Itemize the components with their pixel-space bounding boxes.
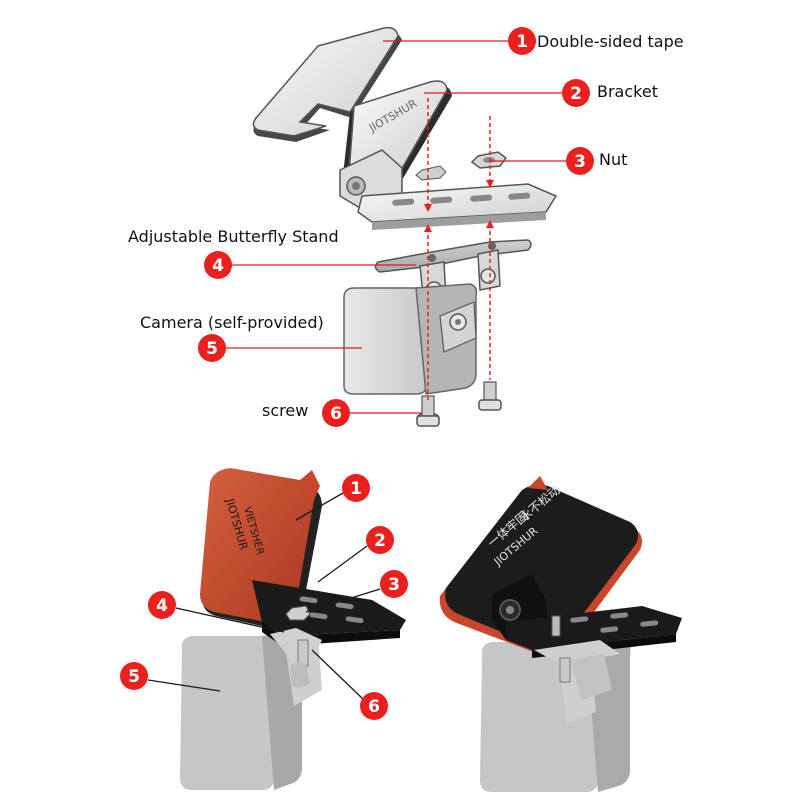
label-butterfly-stand: Adjustable Butterfly Stand [128,227,339,246]
photo-callout-2-number: 2 [374,531,386,551]
callout-5-number: 5 [206,339,218,359]
camera-part [343,283,478,395]
butterfly-stand-part [374,239,532,305]
callout-badge-2: 2 [562,79,590,107]
callout-badge-1: 1 [508,27,536,55]
label-nut: Nut [599,150,628,169]
double-sided-tape-part [252,26,402,143]
callout-badges: 1 2 3 4 5 6 1 2 3 4 5 6 [120,27,594,720]
callout-1-number: 1 [516,32,528,52]
photo-right-mount: JIOTSHUR 一体牢固 永不松动 [439,476,682,700]
photo-callout-badge-5: 5 [120,662,148,690]
bracket-part: JIOTSHUR [339,80,558,230]
photo-callout-badge-2: 2 [366,526,394,554]
callout-badge-4: 4 [204,251,232,279]
photo-callout-3-number: 3 [388,575,400,595]
photo-left-mount: JIOTSHUR VIETSHER [200,468,406,688]
photo-callout-6-number: 6 [368,697,380,717]
nut-part [470,151,508,169]
callout-2-number: 2 [570,84,582,104]
photo-callout-badge-4: 4 [148,591,176,619]
alignment-arrows [424,180,494,232]
leader-lines-bottom [147,492,381,701]
label-screw: screw [262,401,309,420]
photo-right-camera [480,640,631,792]
photo-callout-badge-1: 1 [342,474,370,502]
callout-3-number: 3 [574,152,586,172]
alignment-guides [427,98,491,400]
photo-callout-4-number: 4 [156,596,168,616]
callout-badge-3: 3 [566,147,594,175]
callout-badge-5: 5 [198,334,226,362]
label-bracket: Bracket [597,82,658,101]
callout-badge-6: 6 [322,399,350,427]
label-camera: Camera (self-provided) [140,313,324,332]
leader-lines-top [226,40,566,414]
photo-callout-5-number: 5 [128,667,140,687]
label-double-sided-tape: Double-sided tape [537,32,684,51]
photo-callout-1-number: 1 [350,479,362,499]
callout-4-number: 4 [212,256,224,276]
photo-callout-badge-3: 3 [380,570,408,598]
photo-callout-badge-6: 6 [360,692,388,720]
callout-6-number: 6 [330,404,342,424]
